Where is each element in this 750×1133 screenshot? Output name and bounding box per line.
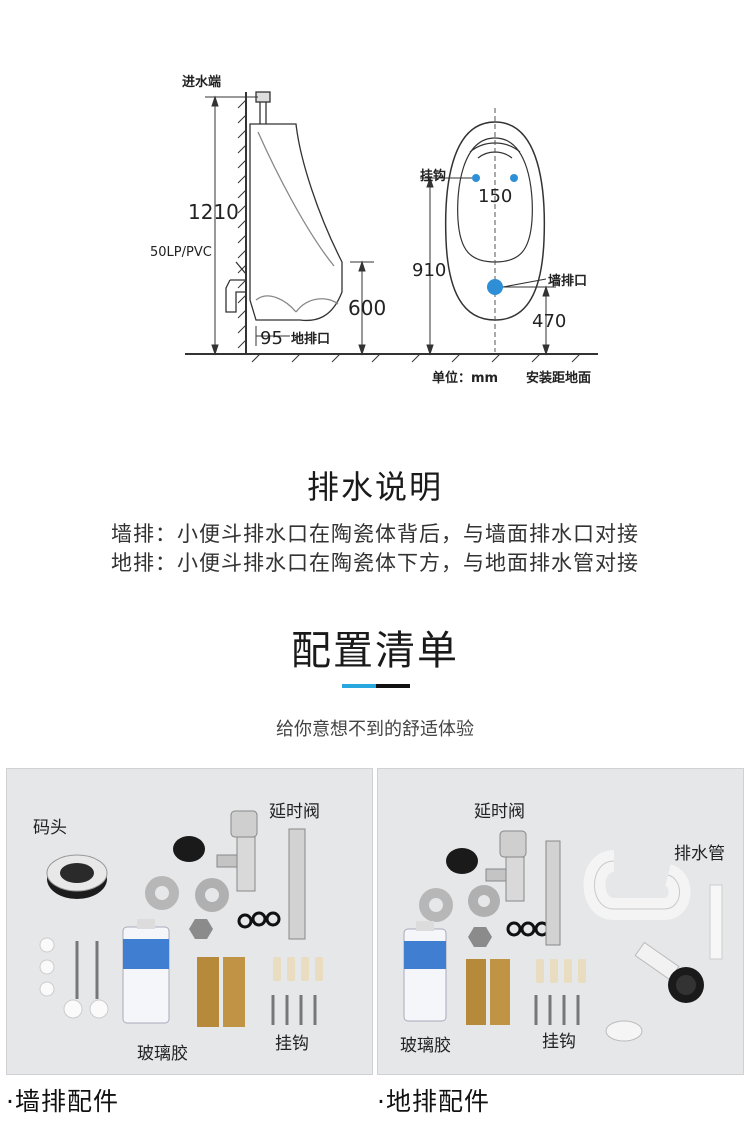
wall-plug-icon — [536, 959, 586, 983]
dimension-600 — [350, 260, 374, 356]
label-floor-drain: 地排口 — [291, 331, 330, 347]
wall-drain-point — [487, 279, 503, 295]
dimension-470 — [503, 285, 556, 356]
o-ring-icon — [506, 921, 550, 937]
label-height-1210: 1210 — [188, 200, 239, 224]
screw-icon — [534, 995, 580, 1025]
hook-point-right — [510, 174, 518, 182]
label-valve: 延时阀 — [269, 802, 320, 822]
label-glue: 玻璃胶 — [400, 1036, 451, 1056]
floor-line — [185, 353, 598, 363]
nut-icon — [468, 927, 492, 947]
anchor-bolt-icon — [75, 941, 99, 999]
flush-valve-icon — [485, 830, 561, 946]
title-accent-bar — [342, 684, 410, 688]
label-glue: 玻璃胶 — [137, 1044, 188, 1064]
label-height-600: 600 — [348, 296, 386, 320]
glass-glue-tube-icon — [403, 921, 447, 1022]
washer-icon — [145, 876, 229, 912]
dimension-95 — [255, 326, 290, 346]
urinal-side-view — [225, 91, 343, 322]
label-offset-95: 95 — [260, 328, 283, 349]
bolt-cap-icon — [39, 937, 109, 1019]
bracket-icon — [466, 959, 510, 1025]
label-hooks: 挂钩 — [275, 1034, 309, 1054]
label-hook-spacing: 150 — [478, 186, 512, 207]
floor-drain-accessories-photo: 延时阀 排水管 玻璃胶 挂钩 — [377, 768, 744, 1075]
label-wall-drain: 墙排口 — [548, 273, 587, 289]
glass-glue-tube-icon — [122, 919, 170, 1024]
drain-title: 排水说明 — [306, 468, 443, 506]
drain-wall-line: 墙排：小便斗排水口在陶瓷体背后，与墙面排水口对接 — [111, 522, 639, 546]
hook-point-left — [472, 174, 480, 182]
bracket-icon — [197, 957, 245, 1027]
accent-blue — [342, 684, 376, 688]
floor-drain-caption: ·地排配件 — [377, 1087, 490, 1116]
wall-drain-accessories-photo: 码头 延时阀 玻璃胶 挂钩 — [6, 768, 373, 1075]
urinal-front-view — [444, 108, 546, 352]
wall-plug-icon — [273, 957, 323, 981]
flange-icon — [46, 854, 108, 899]
label-install-note: 安装距地面 — [526, 370, 591, 386]
rubber-gasket-icon — [173, 836, 205, 862]
label-hook: 挂钩 — [420, 168, 446, 184]
floor-flange-icon — [605, 941, 704, 1042]
screw-icon — [271, 995, 317, 1025]
label-height-470: 470 — [532, 311, 566, 332]
label-pipe-spec: 50LP/PVC — [150, 245, 212, 260]
dimension-910 — [420, 176, 472, 356]
wall — [237, 92, 247, 355]
o-ring-icon — [237, 911, 281, 929]
label-flange: 码头 — [33, 818, 67, 838]
flush-valve-icon — [216, 810, 306, 940]
wall-drain-caption: ·墙排配件 — [6, 1087, 119, 1116]
drain-pipe-icon — [583, 850, 723, 960]
label-water-inlet: 进水端 — [182, 74, 221, 90]
label-unit: 单位：mm — [432, 370, 498, 386]
washer-icon — [419, 885, 500, 922]
rubber-gasket-icon — [446, 848, 478, 874]
accent-black — [376, 684, 410, 688]
label-valve: 延时阀 — [474, 802, 525, 822]
label-pipe: 排水管 — [674, 844, 725, 864]
nut-icon — [189, 919, 213, 939]
label-hooks: 挂钩 — [542, 1032, 576, 1052]
label-height-910: 910 — [412, 260, 446, 281]
installation-diagram: 进水端 1210 50LP/PVC 600 95 地排口 挂钩 150 910 … — [150, 74, 598, 386]
drain-floor-line: 地排：小便斗排水口在陶瓷体下方，与地面排水管对接 — [111, 551, 639, 575]
package-subtitle: 给你意想不到的舒适体验 — [276, 719, 474, 740]
dimension-1210 — [205, 95, 258, 356]
package-title: 配置清单 — [291, 628, 459, 674]
